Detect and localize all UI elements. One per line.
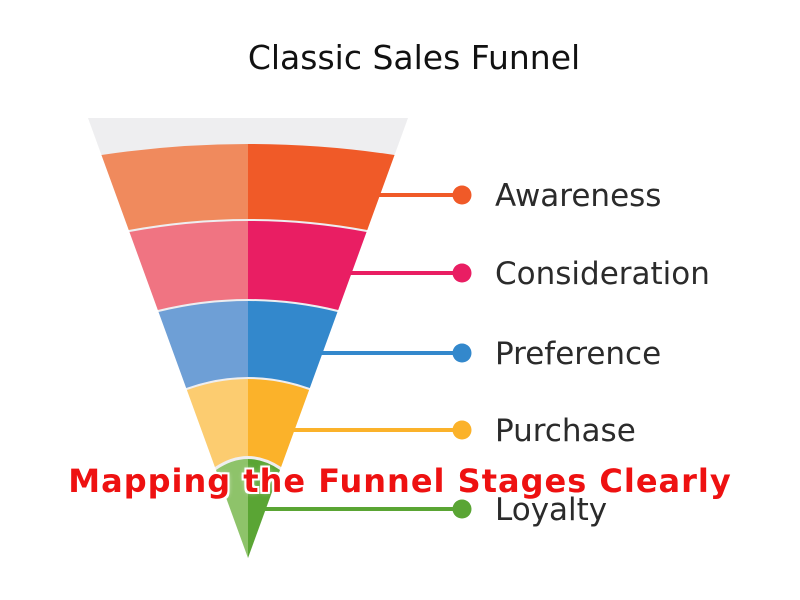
funnel-band-awareness: [101, 144, 395, 230]
stage-label-loyalty: Loyalty: [495, 492, 607, 528]
stage-label-preference: Preference: [495, 336, 661, 372]
connector-dot-purchase: [452, 420, 472, 440]
stage-connectors: [261, 185, 472, 519]
connector-dot-preference: [452, 343, 472, 363]
stage-label-consideration: Consideration: [495, 256, 710, 292]
connector-dot-loyalty: [452, 499, 472, 519]
stage-labels: AwarenessConsiderationPreferencePurchase…: [495, 178, 710, 528]
stage-label-awareness: Awareness: [495, 178, 661, 214]
page-title: Classic Sales Funnel: [247, 38, 581, 77]
caption-banner: Mapping the Funnel Stages Clearly: [68, 462, 732, 500]
stage-label-purchase: Purchase: [495, 413, 636, 449]
connector-dot-awareness: [452, 185, 472, 205]
funnel-band-consideration: [129, 221, 367, 310]
connector-dot-consideration: [452, 263, 472, 283]
funnel-band-awareness-left: [101, 144, 248, 230]
funnel-band-awareness-right: [248, 144, 395, 230]
